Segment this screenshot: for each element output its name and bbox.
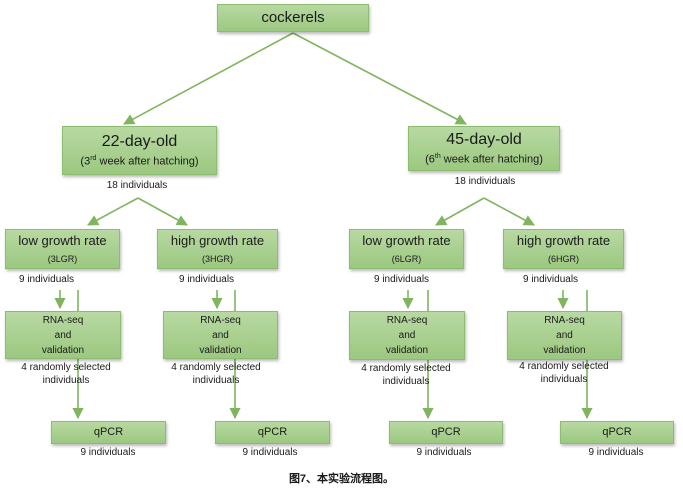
arrow-root-to-45-day (292, 32, 467, 125)
growth-title: low growth rate (362, 232, 451, 248)
selected-label-3hgr: 4 randomly selected individuals (156, 362, 276, 387)
selected-label-3lgr: 4 randomly selected individuals (6, 362, 126, 387)
qpcr-count-6lgr: 9 individuals (416, 447, 472, 458)
selected-label-6hgr: 4 randomly selected individuals (504, 361, 624, 386)
qpcr-label: qPCR (93, 426, 124, 439)
selected-line: individuals (540, 373, 588, 385)
rnaseq-line: and (54, 329, 72, 341)
selected-line: 4 randomly selected (361, 363, 451, 374)
rnaseq-line: RNA-seq (42, 314, 84, 326)
qpcr-label: qPCR (431, 426, 461, 439)
selected-line: individuals (382, 375, 430, 387)
qpcr-box-6hgr: qPCR (560, 421, 674, 444)
selected-line: individuals (42, 374, 90, 386)
age-title: 45-day-old (446, 130, 522, 148)
growth-title: high growth rate (516, 232, 611, 248)
age-box-45-day: 45-day-old (6th week after hatching) (408, 126, 560, 171)
qpcr-label: qPCR (257, 426, 288, 439)
age-box-22-day: 22-day-old (3rd week after hatching) (62, 126, 217, 175)
arrow-45-to-6hgr (483, 197, 535, 226)
rnaseq-line: and (398, 330, 416, 341)
arrow-22-to-3hgr (137, 197, 188, 226)
growth-box-6lgr: low growth rate (6LGR) (349, 229, 464, 269)
rnaseq-line: and (212, 329, 229, 341)
qpcr-box-3lgr: qPCR (51, 421, 166, 444)
rnaseq-line: RNA-seq (386, 315, 428, 326)
qpcr-label: qPCR (602, 426, 632, 439)
growth-box-6hgr: high growth rate (6HGR) (503, 229, 624, 269)
growth-count-6hgr: 9 individuals (523, 274, 579, 285)
root-label: cockerels (261, 9, 325, 27)
qpcr-count-3hgr: 9 individuals (242, 447, 298, 458)
growth-code: (6HGR) (548, 253, 579, 264)
age-subtitle: (3rd week after hatching) (80, 155, 199, 168)
rnaseq-line: validation (41, 344, 85, 356)
figure-caption: 图7、本实验流程图。 (288, 473, 395, 485)
age-count-45-day: 18 individuals (454, 176, 516, 187)
selected-line: individuals (192, 374, 240, 386)
rnaseq-line: RNA-seq (544, 315, 585, 326)
selected-line: 4 randomly selected (171, 362, 261, 373)
growth-code: (3LGR) (47, 253, 78, 264)
rnaseq-box-3hgr: RNA-seq and validation (163, 311, 278, 359)
qpcr-count-6hgr: 9 individuals (588, 447, 644, 458)
arrow-22-to-3lgr (87, 197, 139, 226)
rnaseq-box-3lgr: RNA-seq and validation (5, 311, 121, 359)
growth-title: low growth rate (18, 232, 107, 248)
age-count-22-day: 18 individuals (106, 180, 168, 191)
growth-title: high growth rate (170, 232, 265, 248)
growth-box-3lgr: low growth rate (3LGR) (5, 229, 120, 269)
selected-label-6lgr: 4 randomly selected individuals (346, 363, 466, 388)
qpcr-box-3hgr: qPCR (215, 421, 330, 444)
rnaseq-line: validation (199, 344, 242, 356)
growth-count-3hgr: 9 individuals (179, 274, 235, 285)
root-box: cockerels (217, 4, 369, 32)
growth-code: (6LGR) (391, 253, 422, 264)
selected-line: 4 randomly selected (519, 361, 609, 372)
selected-line: 4 randomly selected (21, 362, 111, 373)
rnaseq-box-6lgr: RNA-seq and validation (349, 311, 465, 360)
arrow-root-to-22-day (123, 32, 294, 125)
arrow-45-to-6lgr (435, 197, 485, 226)
rnaseq-line: RNA-seq (200, 314, 241, 326)
rnaseq-line: validation (385, 345, 429, 356)
age-subtitle: (6th week after hatching) (425, 153, 543, 166)
age-title: 22-day-old (101, 132, 178, 150)
rnaseq-line: and (556, 330, 573, 341)
rnaseq-box-6hgr: RNA-seq and validation (507, 311, 622, 360)
growth-box-3hgr: high growth rate (3HGR) (157, 229, 278, 269)
rnaseq-line: validation (543, 345, 586, 356)
qpcr-box-6lgr: qPCR (389, 421, 503, 444)
growth-code: (3HGR) (202, 253, 233, 264)
growth-count-3lgr: 9 individuals (19, 274, 75, 285)
qpcr-count-3lgr: 9 individuals (80, 447, 136, 458)
growth-count-6lgr: 9 individuals (374, 274, 430, 285)
